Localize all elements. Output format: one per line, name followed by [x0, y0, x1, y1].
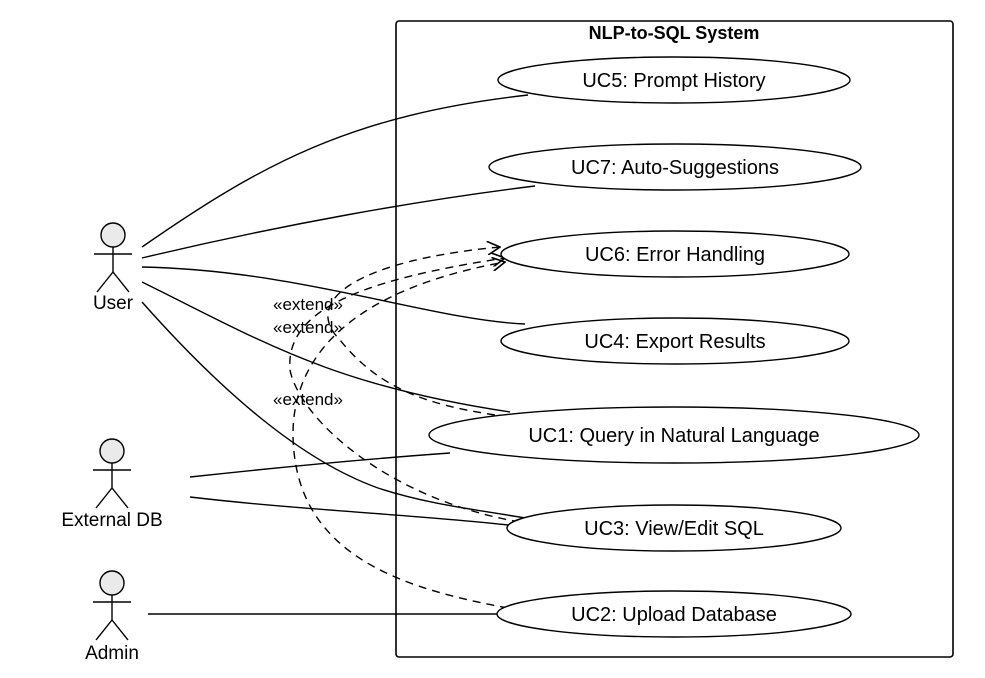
- assoc-externaldb-uc1: [189, 452, 451, 478]
- actor-user-label: User: [93, 293, 134, 314]
- uc1-label: UC1: Query in Natural Language: [528, 425, 819, 447]
- uc3-label: UC3: View/Edit SQL: [584, 518, 764, 540]
- extend-label-2: «extend»: [273, 318, 343, 337]
- extend-label-3: «extend»: [273, 390, 343, 409]
- use-case-uc4[interactable]: UC4: Export Results: [500, 317, 850, 365]
- uc4-label: UC4: Export Results: [584, 331, 765, 353]
- admin-head-icon: [99, 570, 125, 596]
- assoc-user-uc5: [141, 94, 529, 248]
- assoc-user-uc3: [141, 301, 526, 519]
- assoc-externaldb-uc3: [189, 496, 509, 526]
- system-title: NLP-to-SQL System: [589, 23, 760, 43]
- use-case-uc5[interactable]: UC5: Prompt History: [497, 56, 851, 104]
- use-case-uc3[interactable]: UC3: View/Edit SQL: [506, 504, 842, 552]
- actor-external-db-label: External DB: [61, 510, 162, 531]
- uc5-label: UC5: Prompt History: [582, 70, 765, 92]
- use-case-uc7[interactable]: UC7: Auto-Suggestions: [488, 143, 862, 191]
- external-db-head-icon: [99, 438, 125, 464]
- system-boundary: [395, 20, 954, 658]
- extend-uc1-uc6: [327, 247, 500, 416]
- assoc-user-uc7: [141, 185, 536, 259]
- actor-admin[interactable]: Admin: [85, 570, 139, 664]
- extend-label-1: «extend»: [273, 295, 343, 314]
- actor-admin-label: Admin: [85, 643, 139, 664]
- user-head-icon: [100, 222, 126, 248]
- actor-external-db[interactable]: External DB: [61, 438, 163, 531]
- use-case-uc2[interactable]: UC2: Upload Database: [496, 590, 852, 638]
- extend-uc3-uc6: [289, 258, 521, 523]
- assoc-user-uc4: [141, 266, 526, 325]
- uc6-label: UC6: Error Handling: [585, 244, 765, 266]
- actor-user[interactable]: User: [93, 222, 134, 314]
- uc2-label: UC2: Upload Database: [571, 604, 777, 626]
- extend-uc2-uc6: [292, 262, 509, 609]
- use-case-uc1[interactable]: UC1: Query in Natural Language: [428, 406, 920, 464]
- assoc-user-uc1: [141, 281, 511, 413]
- uc7-label: UC7: Auto-Suggestions: [571, 157, 779, 179]
- use-case-uc6[interactable]: UC6: Error Handling: [500, 230, 850, 278]
